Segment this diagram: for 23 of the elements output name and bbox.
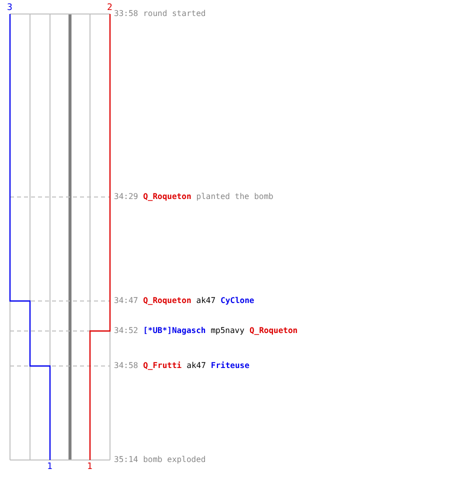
player-name: Q_Frutti (143, 361, 182, 371)
player-name: Q_Roqueton (249, 326, 298, 336)
player-name: CyClone (220, 296, 254, 306)
timestamp: 34:58 (114, 361, 138, 371)
player-count: 3 (7, 3, 12, 13)
weapon-name: ak47 (186, 361, 206, 371)
timestamp: 33:58 (114, 9, 138, 19)
player-count: 1 (47, 462, 52, 472)
player-name: Friteuse (210, 361, 250, 371)
player-name: Q_Roqueton (143, 192, 192, 202)
player-count: 2 (107, 3, 112, 13)
weapon-name: mp5navy (210, 326, 244, 336)
timestamp: 34:47 (114, 296, 138, 306)
weapon-name: ak47 (196, 296, 216, 306)
timestamp: 34:52 (114, 326, 138, 336)
player-name: Q_Roqueton (143, 296, 192, 306)
player-name: [*UB*]Nagasch (143, 326, 206, 336)
event-text: round started (143, 9, 206, 19)
timestamp: 35:14 (114, 455, 138, 465)
player-count: 1 (87, 462, 92, 472)
timestamp: 34:29 (114, 192, 138, 202)
event-text: planted the bomb (196, 192, 274, 202)
event-text: bomb exploded (143, 455, 206, 465)
